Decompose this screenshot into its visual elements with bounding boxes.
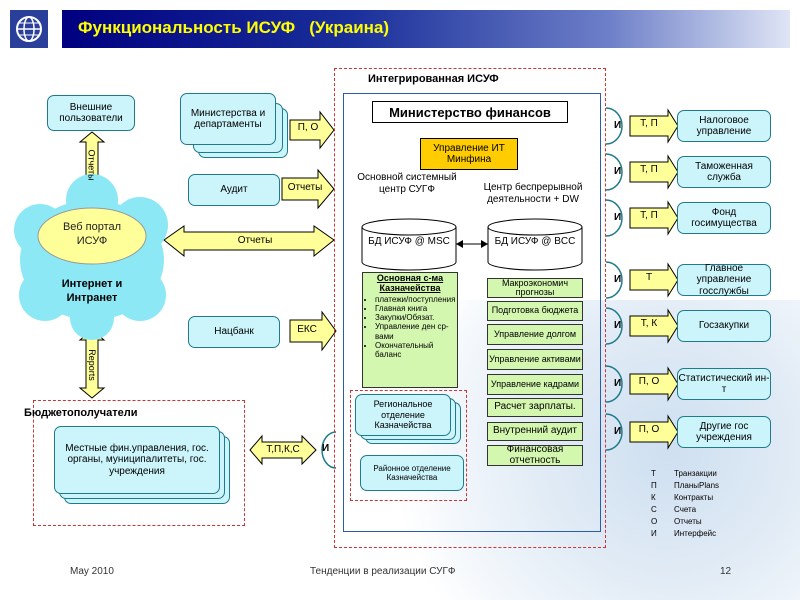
- district-treasury-box: Районное отделение Казначейства: [360, 455, 464, 491]
- agency-tag: П, О: [638, 376, 660, 387]
- treasury-system-title: Основная с-ма Казначейства: [376, 273, 444, 293]
- globe-icon: [16, 16, 42, 42]
- treasury-item: Закупки/Обязат.: [375, 313, 457, 322]
- backup-center-label: Центр беспрерывной деятельности + DW: [483, 182, 583, 205]
- natsbank-arrow: [289, 310, 337, 352]
- db-bcc-cylinder: [487, 218, 583, 271]
- budget-recipients-frame: [33, 400, 245, 526]
- agency-tag: Т, П: [640, 210, 658, 221]
- legend-value: Транзакции: [674, 469, 717, 478]
- legend-key: И: [651, 529, 657, 538]
- ministries-tag: П, О: [297, 122, 319, 133]
- db-msc-label: БД ИСУФ @ MSC: [368, 236, 450, 247]
- page-title: Функциональность ИСУФ (Украина): [78, 18, 390, 37]
- web-portal-oval: [37, 207, 147, 265]
- interface-arc: [321, 431, 337, 469]
- module-box: Управление кадрами: [487, 374, 583, 395]
- module-box: Финансовая отчетность: [487, 445, 583, 466]
- agency-box: Главное управление госслужбы: [677, 263, 771, 297]
- agency-tag: Т, П: [640, 118, 658, 129]
- agency-box: Статистический ин-т: [677, 368, 771, 400]
- integrated-label: Интегрированная ИСУФ: [368, 73, 499, 85]
- natsbank-box: Нацбанк: [188, 316, 280, 348]
- agency-box: Таможенная служба: [677, 156, 771, 188]
- legend-value: Счета: [674, 505, 697, 514]
- reports-down-label: Reports: [87, 349, 98, 381]
- agency-box: Фонд госимущества: [677, 202, 771, 234]
- footer-date: May 2010: [70, 566, 114, 577]
- module-box: Управление активами: [487, 349, 583, 370]
- audit-tag: Отчеты: [287, 182, 323, 193]
- legend-key: Т: [651, 469, 656, 478]
- legend-value: ПланыPlans: [674, 481, 720, 490]
- treasury-item: Главная книга: [375, 304, 457, 313]
- footer-page: 12: [720, 566, 732, 577]
- web-portal-label: Веб портал ИСУФ: [62, 221, 122, 247]
- footer-center: Тенденции в реализации СУГФ: [310, 566, 456, 577]
- agency-tag: П, О: [638, 424, 660, 435]
- agency-tag: Т, К: [640, 318, 658, 329]
- legend-key: С: [651, 505, 657, 514]
- legend-value: Интерфейс: [674, 529, 717, 538]
- right-interfaces: [605, 107, 679, 451]
- title-bar: [62, 10, 790, 48]
- budget-recipients-title: Бюджетополучатели: [24, 407, 138, 419]
- treasury-item: Окончательный баланс: [375, 341, 457, 359]
- integrated-frame: [334, 68, 606, 548]
- treasury-item: платежи/поступления: [375, 295, 457, 304]
- recipients-arrow: [249, 434, 317, 466]
- ministry-frame: [343, 93, 601, 532]
- budget-recipients-box: Местные фин.управления, гос. органы, мун…: [54, 426, 220, 494]
- agency-tag: Т, П: [640, 164, 658, 175]
- ministry-finance-title: Министерство финансов: [372, 101, 568, 123]
- module-box: Внутренний аудит: [487, 422, 583, 441]
- internet-label: Интернет и Интранет: [61, 278, 123, 304]
- interface-label: И: [614, 426, 622, 437]
- treasury-item: Управление ден ср-вами: [375, 322, 457, 340]
- ministries-arrow: [289, 110, 335, 150]
- interface-label: И: [614, 320, 622, 331]
- audit-box: Аудит: [188, 174, 280, 206]
- treasury-system-list: платежи/поступленияГлавная книгаЗакупки/…: [363, 295, 457, 359]
- world-bank-logo: [10, 10, 48, 48]
- agency-box: Налоговое управление: [677, 110, 771, 142]
- legend-key: О: [651, 517, 658, 526]
- interface-label: И: [322, 443, 330, 454]
- portal-arrow-label: Отчеты: [237, 235, 273, 246]
- regional-dash-frame: [350, 390, 467, 501]
- interface-label: И: [614, 120, 622, 131]
- agency-box: Госзакупки: [677, 310, 771, 342]
- interface-label: И: [614, 212, 622, 223]
- it-management-box: Управление ИТ Минфина: [420, 138, 518, 170]
- legend-key: К: [651, 493, 656, 502]
- db-msc-cylinder: [361, 218, 457, 271]
- db-bcc-label: БД ИСУФ @ BCC: [494, 236, 576, 247]
- interface-label: И: [614, 378, 622, 389]
- audit-arrow: [281, 168, 335, 210]
- interface-label: И: [614, 166, 622, 177]
- module-box: Подготовка бюджета: [487, 301, 583, 321]
- treasury-system-box: Основная с-ма Казначейства платежи/посту…: [362, 272, 458, 388]
- natsbank-tag: ЕКС: [297, 324, 317, 335]
- module-box: Расчет зарплаты.: [487, 398, 583, 417]
- legend-value: Отчеты: [674, 517, 702, 526]
- recipients-tag: Т,П,К,С: [266, 444, 300, 455]
- agency-tag: Т: [645, 272, 653, 283]
- agency-box: Другие гос учреждения: [677, 416, 771, 448]
- regional-treasury-box: Региональное отделение Казначейства: [355, 394, 451, 436]
- reports-up-label: Отчеты: [87, 149, 98, 181]
- legend-value: Контракты: [674, 493, 714, 502]
- external-users-box: Внешние пользователи: [47, 95, 135, 131]
- module-box: Управление долгом: [487, 324, 583, 345]
- reports-down-arrow: [78, 329, 106, 399]
- main-center-label: Основной системный центр СУГФ: [357, 172, 457, 195]
- interface-label: И: [614, 274, 622, 285]
- legend-key: П: [651, 481, 657, 490]
- module-box: Макроэкономич прогнозы: [487, 278, 583, 298]
- ministries-box: Министерства и департаменты: [180, 93, 276, 145]
